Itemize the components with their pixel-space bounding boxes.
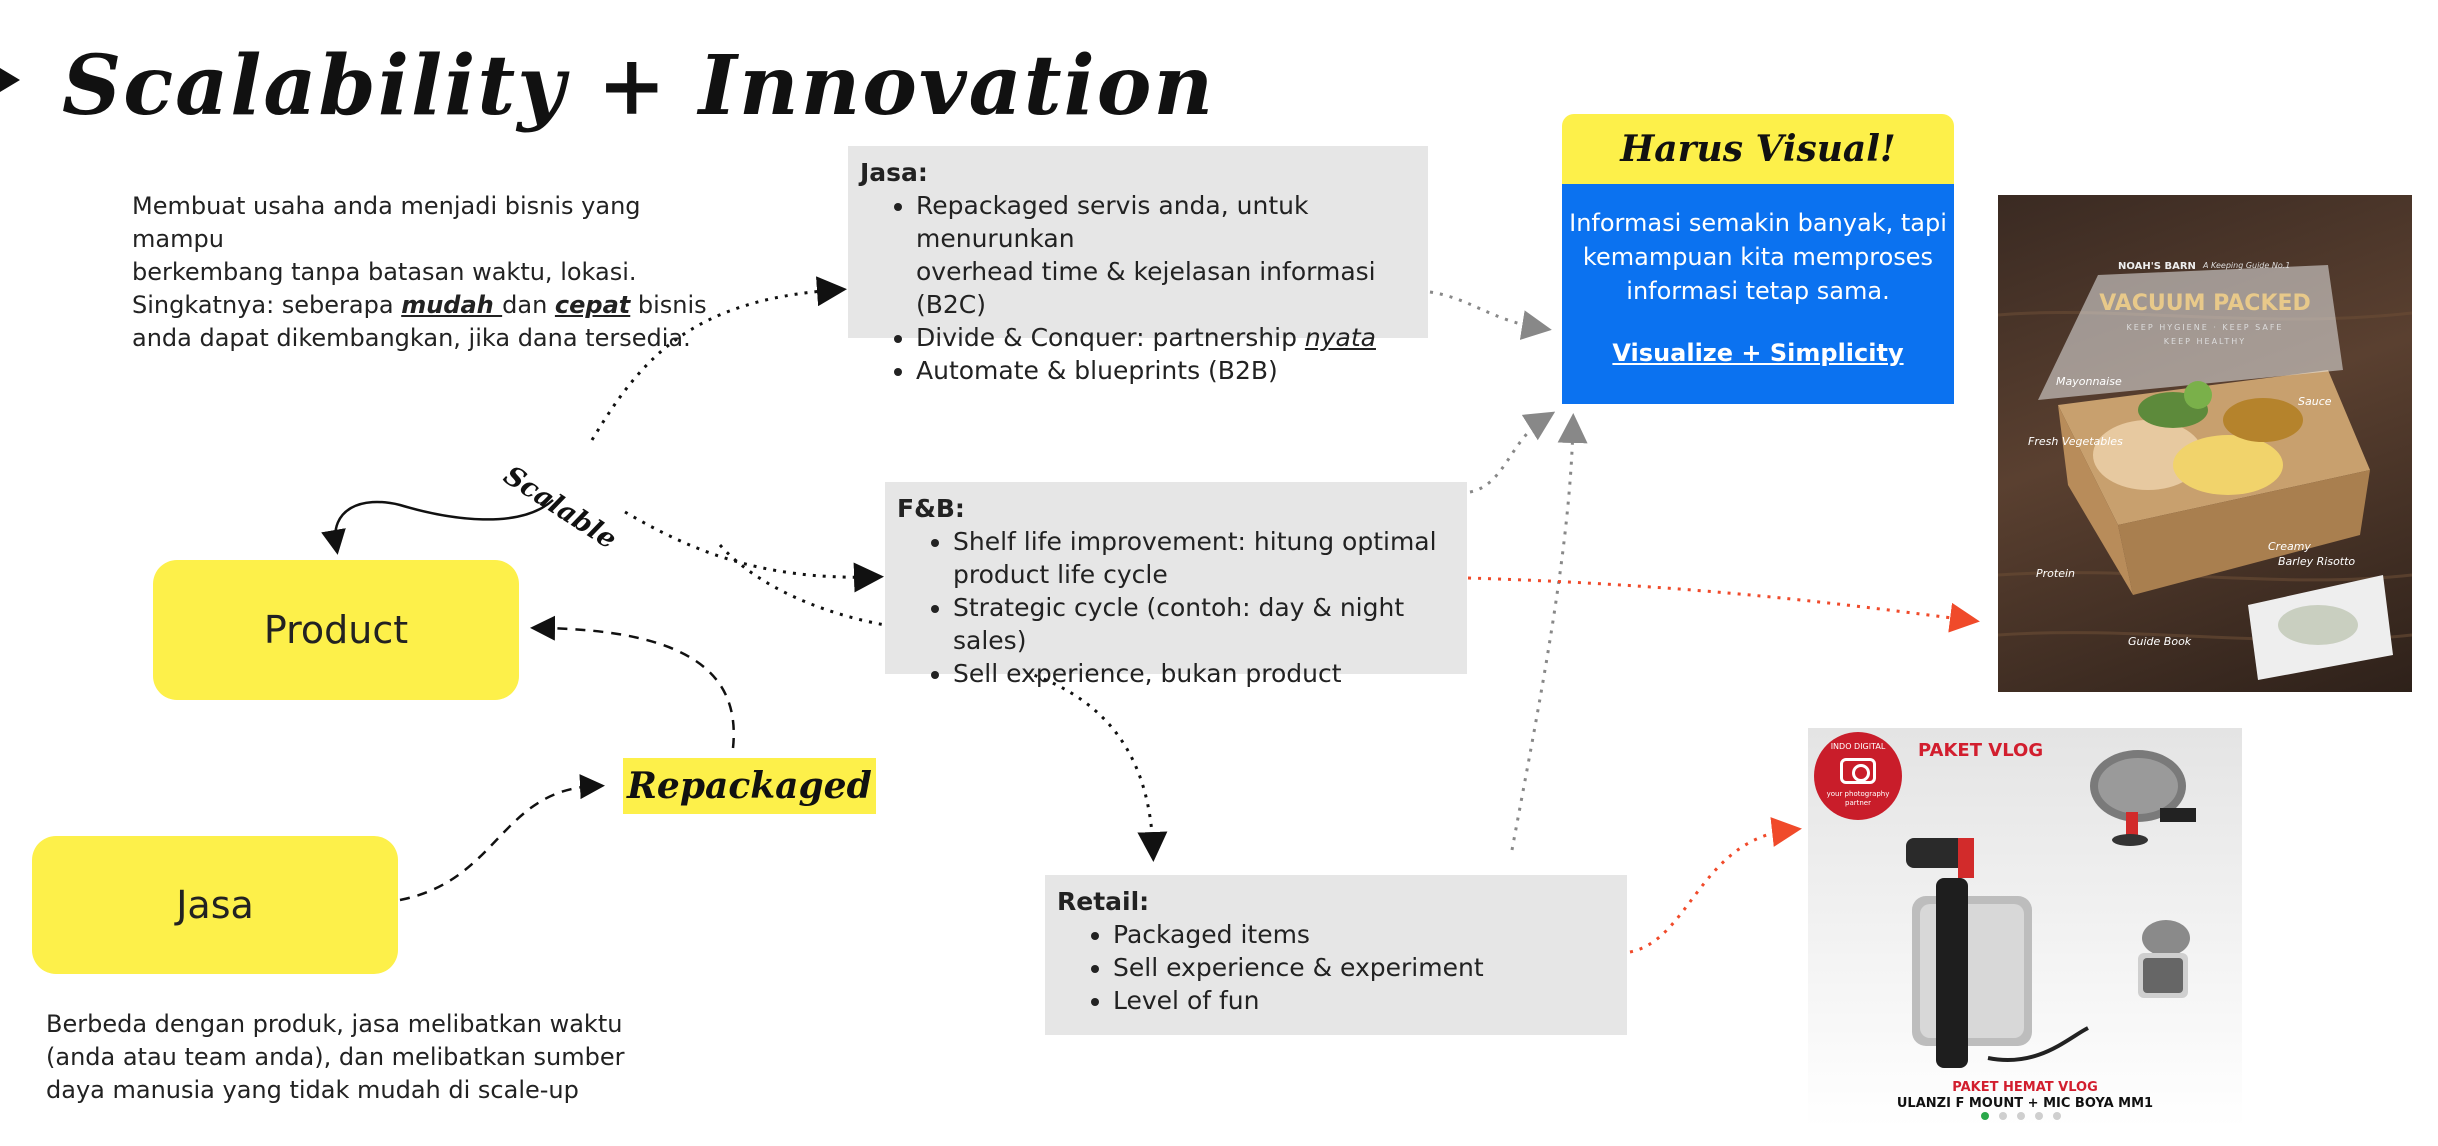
food-label-risotto-1: Creamy	[2268, 540, 2311, 553]
intro-line-1: Membuat usaha anda menjadi bisnis yang m…	[132, 192, 641, 253]
arrow-scalable-to-product	[321, 499, 554, 555]
food-brand: NOAH'S BARN	[2118, 261, 2196, 272]
intro-line-2: berkembang tanpa batasan waktu, lokasi.	[132, 258, 637, 286]
jasa-card-header: Jasa:	[860, 158, 928, 187]
jasa-note-line-1: Berbeda dengan produk, jasa melibatkan w…	[46, 1010, 623, 1038]
vlog-heading: PAKET VLOG	[1918, 740, 2044, 761]
jasa-card: Jasa: Repackaged servis anda, untuk menu…	[848, 146, 1428, 385]
jasa-card-item-1: Repackaged servis anda, untuk menurunkan…	[916, 189, 1416, 321]
intro-text: Singkatnya: seberapa	[132, 291, 402, 319]
intro-dan: dan	[502, 291, 555, 319]
paket-vlog-photo: INDO DIGITAL your photography partner PA…	[1808, 728, 2242, 1128]
food-tagline-2: KEEP HEALTHY	[2163, 337, 2247, 346]
badge-bottom-text-2: partner	[1845, 799, 1871, 807]
retail-card-item-1: Packaged items	[1113, 918, 1615, 951]
fnb-card-item-1-line-1: Shelf life improvement: hitung optimal	[953, 527, 1437, 556]
food-label-guide: Guide Book	[2128, 635, 2192, 648]
jasa-note-line-2: (anda atau team anda), dan melibatkan su…	[46, 1043, 625, 1071]
intro-paragraph: Membuat usaha anda menjadi bisnis yang m…	[132, 190, 732, 355]
retail-card: Retail: Packaged items Sell experience &…	[1045, 875, 1627, 1035]
intro-line-4: anda dapat dikembangkan, jika dana terse…	[132, 324, 691, 352]
harus-line-3: informasi tetap sama.	[1626, 277, 1890, 305]
food-label-risotto-2: Barley Risotto	[2278, 555, 2356, 568]
harus-visual-body: Informasi semakin banyak, tapi kemampuan…	[1562, 184, 1954, 404]
jasa-card-item-2: Divide & Conquer: partnership nyata	[916, 321, 1416, 354]
product-box: Product	[153, 560, 519, 700]
jasa-card-item-2-text: Divide & Conquer: partnership	[916, 323, 1305, 352]
jasa-card-item-2-emphasis: nyata	[1304, 323, 1376, 352]
fnb-card: F&B: Shelf life improvement: hitung opti…	[885, 482, 1467, 688]
fnb-card-item-2: Strategic cycle (contoh: day & night sal…	[953, 591, 1455, 657]
food-box-illustration	[1998, 265, 2412, 680]
jasa-note-line-3: daya manusia yang tidak mudah di scale-u…	[46, 1076, 579, 1104]
food-headline: VACUUM PACKED	[2099, 291, 2311, 316]
vlog-caption-1: PAKET HEMAT VLOG	[1952, 1080, 2098, 1095]
intro-cepat: cepat	[554, 291, 631, 319]
harus-line-1: Informasi semakin banyak, tapi	[1569, 209, 1947, 237]
title-arrow-icon	[0, 62, 20, 98]
fnb-card-item-3: Sell experience, bukan product	[953, 657, 1455, 690]
food-label-mayonnaise: Mayonnaise	[2056, 375, 2122, 388]
page-title: Scalability + Innovation	[62, 38, 1216, 134]
vlog-caption-2: ULANZI F MOUNT + MIC BOYA MM1	[1896, 1096, 2154, 1111]
jasa-card-item-3: Automate & blueprints (B2B)	[916, 354, 1416, 387]
food-tagline-1: KEEP HYGIENE · KEEP SAFE	[2126, 323, 2284, 332]
intro-mudah: mudah	[401, 291, 503, 319]
fnb-card-header: F&B:	[897, 494, 965, 523]
label-repackaged: Repackaged	[623, 758, 876, 814]
intro-line-3: Singkatnya: seberapa mudah dan cepat bis…	[132, 289, 732, 322]
badge-top-text: INDO DIGITAL	[1830, 742, 1886, 751]
retail-card-header: Retail:	[1057, 887, 1150, 916]
jasa-note: Berbeda dengan produk, jasa melibatkan w…	[46, 1008, 646, 1107]
arrow-jasa-to-repackaged	[399, 774, 605, 902]
jasa-card-item-1-line-1: Repackaged servis anda, untuk menurunkan	[916, 191, 1309, 253]
arrow-retail-to-harus	[1510, 413, 1588, 851]
arrow-scalable-to-fnb	[624, 510, 884, 593]
jasa-card-item-1-line-2: overhead time & kejelasan informasi (B2C…	[916, 257, 1376, 319]
food-label-veg: Fresh Vegetables	[2028, 435, 2123, 448]
vlog-gear-illustration	[1906, 750, 2196, 1120]
food-subtitle: A Keeping Guide No.1	[2203, 261, 2291, 270]
vacuum-packed-photo: NOAH'S BARN A Keeping Guide No.1 VACUUM …	[1998, 195, 2412, 692]
arrow-fnb-to-retail	[1024, 670, 1168, 862]
badge-bottom-text-1: your photography	[1826, 790, 1890, 798]
fnb-card-item-1: Shelf life improvement: hitung optimal pr…	[953, 525, 1455, 591]
retail-card-item-3: Level of fun	[1113, 984, 1615, 1017]
harus-line-2: kemampuan kita memproses	[1582, 243, 1934, 271]
arrow-repackaged-to-product	[530, 615, 735, 749]
arrow-jasa-to-harus	[1429, 290, 1552, 340]
retail-card-item-2: Sell experience & experiment	[1113, 951, 1615, 984]
intro-bisnis: bisnis	[630, 291, 707, 319]
fnb-card-item-1-line-2: product life cycle	[953, 560, 1168, 589]
arrow-fnb-to-harus	[1469, 411, 1556, 494]
food-label-sauce: Sauce	[2298, 395, 2332, 408]
jasa-box: Jasa	[32, 836, 398, 974]
arrow-retail-to-vlog-photo	[1629, 817, 1802, 954]
arrow-fnb-to-food-photo	[1467, 576, 1980, 633]
visualize-simplicity-link[interactable]: Visualize + Simplicity	[1612, 339, 1904, 367]
camera-icon	[1840, 758, 1876, 784]
arrow-scalable-to-fnb-b	[718, 544, 886, 627]
harus-visual-heading: Harus Visual!	[1562, 114, 1954, 184]
food-label-protein: Protein	[2036, 567, 2075, 580]
